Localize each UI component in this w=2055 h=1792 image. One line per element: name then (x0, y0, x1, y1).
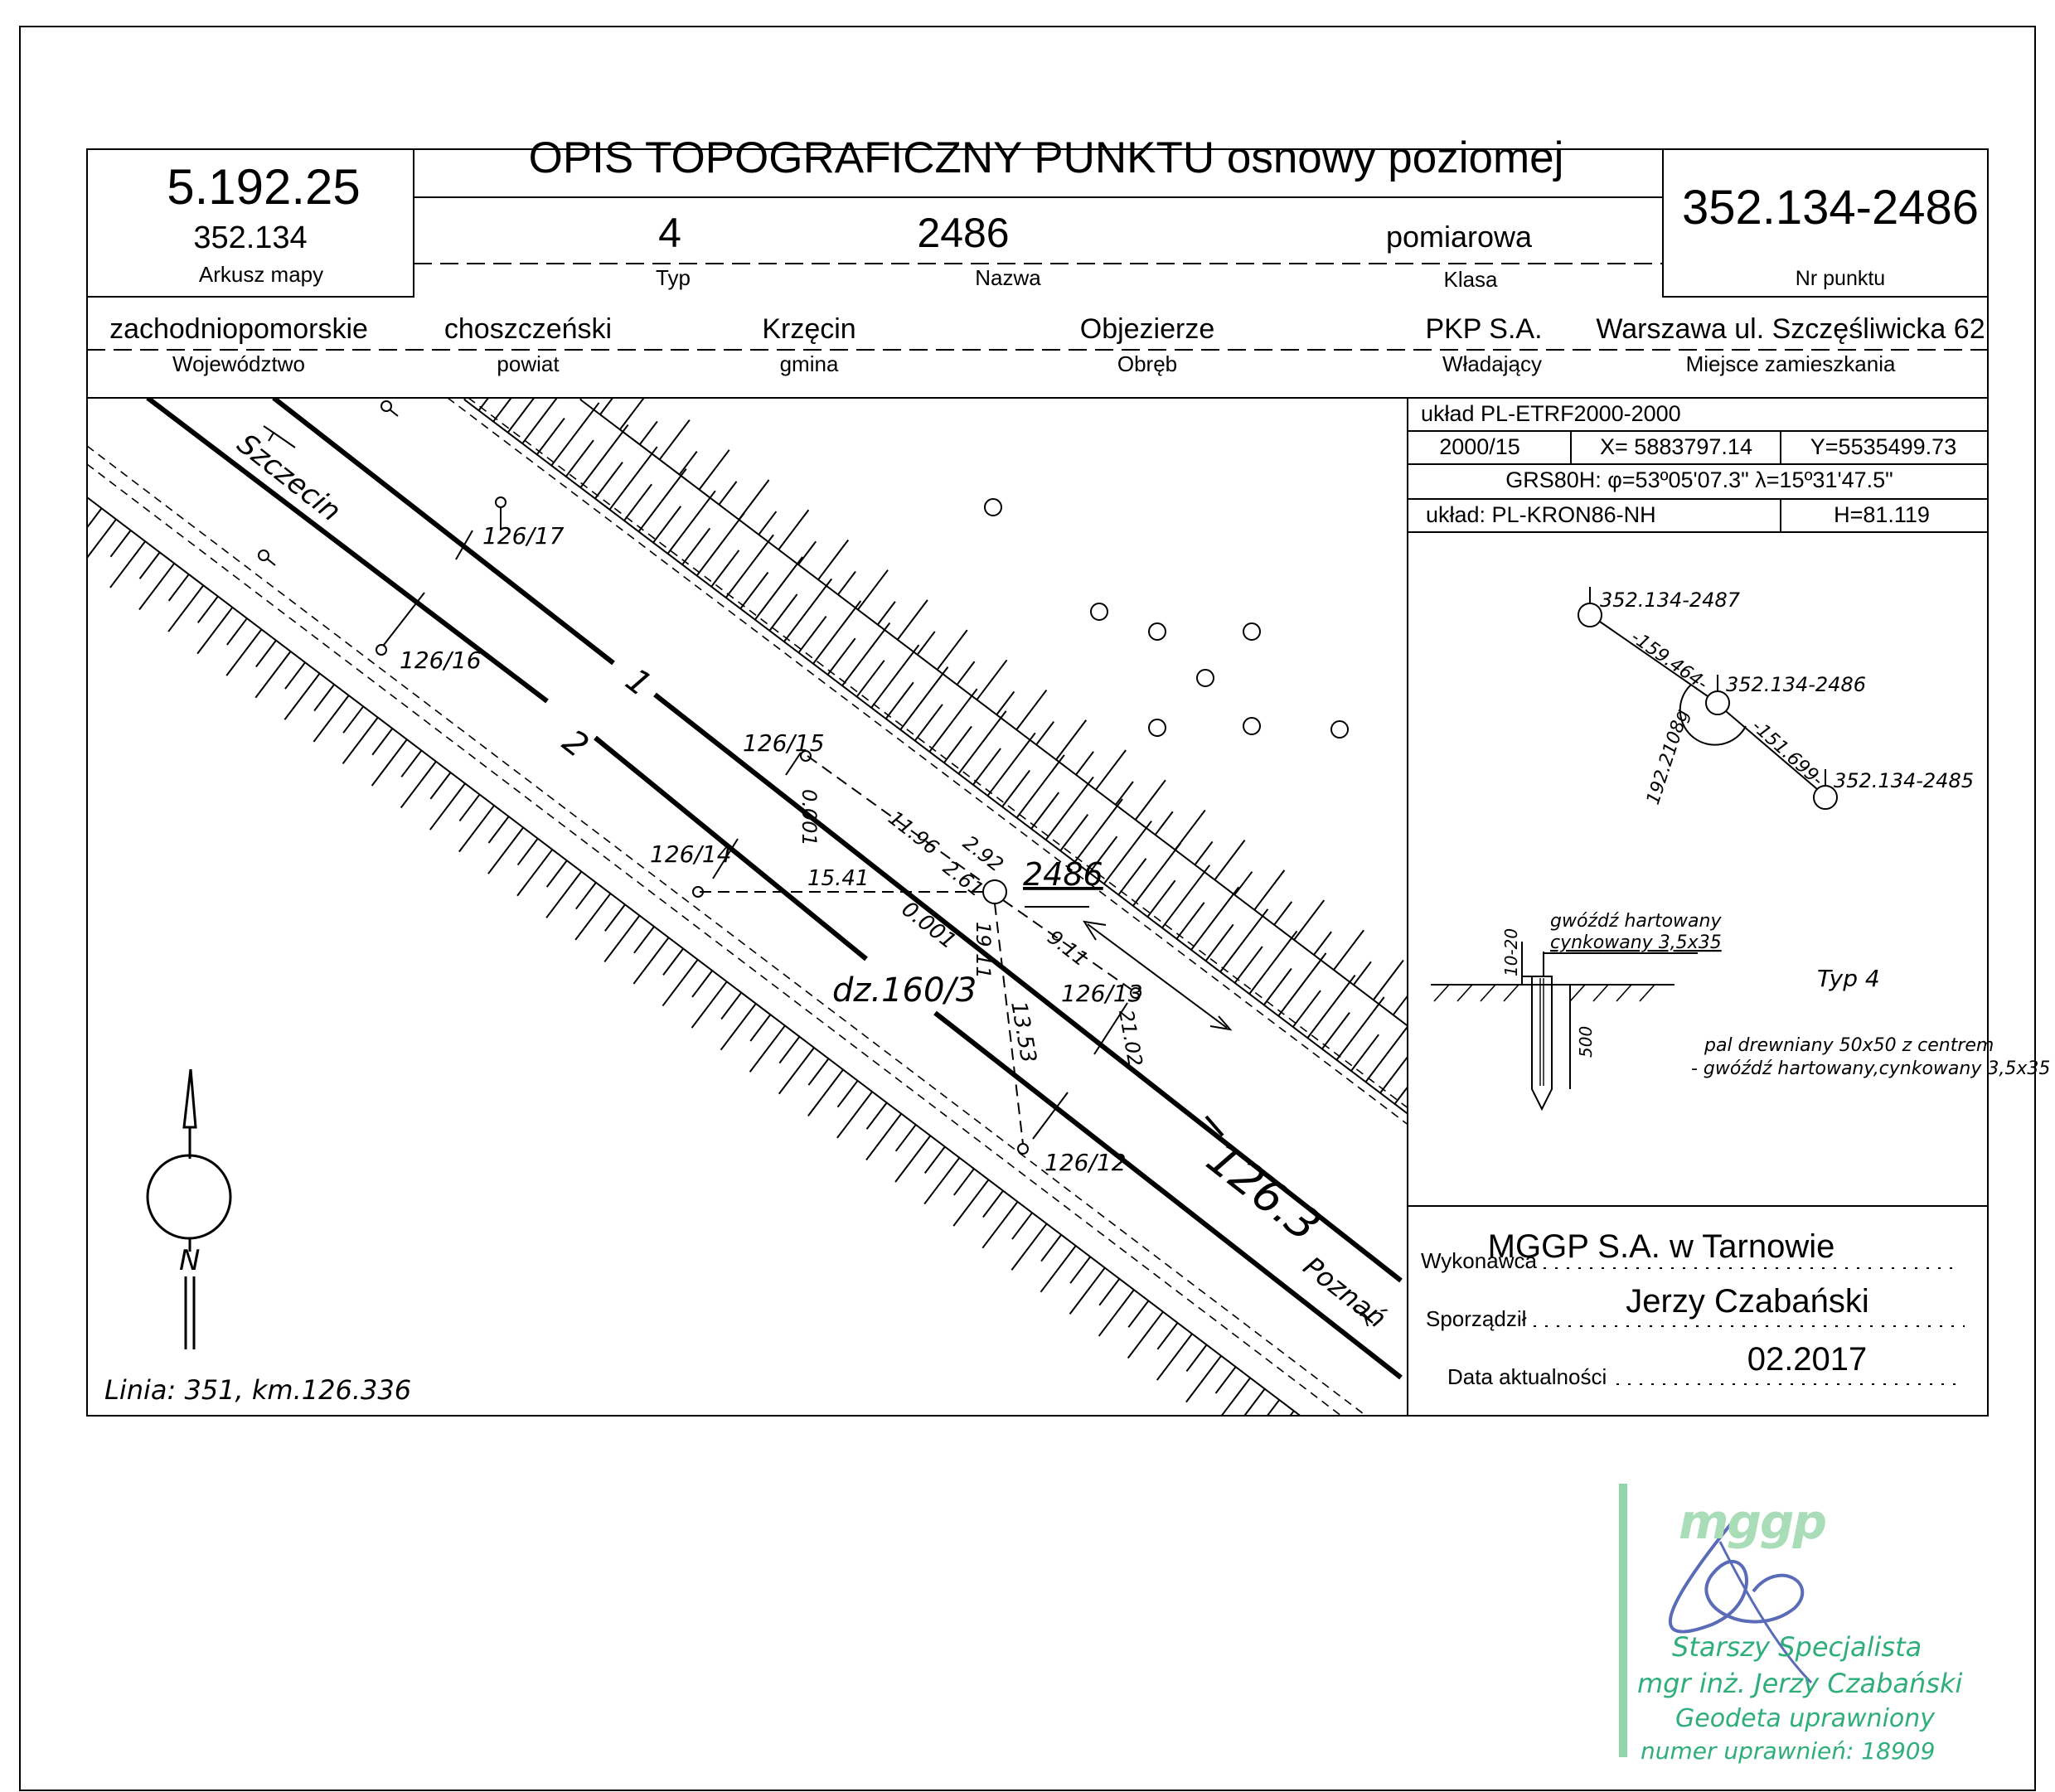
owner-label: Władający (1442, 351, 1542, 376)
tree-symbols (984, 498, 1349, 739)
map-sheet-code: 352.134 (193, 220, 308, 255)
connection-point-a: 352.134-2487 (1600, 588, 1741, 612)
stamp-line2: mgr inż. Jerzy Czabański (1637, 1668, 1963, 1699)
map-sheet-number: 5.192.25 (167, 159, 361, 215)
coordinate-x: X= 5883797.14 (1600, 434, 1752, 459)
stamp-line4: numer uprawnień: 18909 (1641, 1737, 1936, 1765)
stamp-logo: mggp (1679, 1494, 1827, 1550)
measure-19-11: 19.11 (972, 922, 995, 979)
coordinate-grs: GRS80H: φ=53º05'07.3" λ=15º31'47.5" (1505, 467, 1893, 492)
point-number-label: Nr punktu (1795, 267, 1886, 290)
nail-description-line2: cynkowany 3,5x35 (1550, 932, 1722, 953)
type-value: 4 (658, 210, 681, 256)
coordinate-zone: 2000/15 (1439, 434, 1520, 459)
surveyor-stamp: mggp Starszy Specjalista mgr inż. Jerzy … (1612, 1484, 1962, 1770)
residence-value: Warszawa ul. Szczęśliwicka 62 (1596, 313, 1985, 345)
contractor-label: Wykonawca (1421, 1248, 1537, 1273)
class-value: pomiarowa (1385, 220, 1533, 254)
stamp-line3: Geodeta uprawniony (1675, 1704, 1936, 1733)
marker-description-line2: - gwóźdź hartowany,cynkowany 3,5x35 (1691, 1058, 2050, 1079)
height-system: układ: PL-KRON86-NH (1426, 502, 1656, 527)
rail-tracks (146, 399, 1403, 1380)
name-label: Nazwa (975, 265, 1041, 290)
marker-type-label: Typ 4 (1817, 965, 1880, 992)
author-label: Sporządził (1426, 1306, 1527, 1331)
nail-description-line1: gwóźdź hartowany (1550, 911, 1722, 932)
name-value: 2486 (917, 210, 1010, 256)
county-label: powiat (497, 351, 560, 376)
survey-point-label: 2486 (1023, 856, 1103, 893)
measurement-lines (700, 755, 1135, 1145)
voivodeship-label: Województwo (172, 351, 305, 376)
date-label: Data aktualności (1447, 1364, 1607, 1389)
type-label: Typ (656, 265, 691, 290)
coordinate-y: Y=5535499.73 (1810, 434, 1957, 459)
stamp-signature (1619, 1484, 1813, 1757)
measure-15-41: 15.41 (807, 866, 869, 891)
boundary-lines (88, 399, 1407, 1415)
commune-value: Krzęcin (762, 313, 856, 345)
pole-126-14: 126/14 (650, 840, 732, 868)
precinct-value: Objezierze (1079, 313, 1215, 345)
contractor-value: MGGP S.A. w Tarnowie (1487, 1228, 1835, 1265)
class-label: Klasa (1443, 267, 1498, 292)
map-sheet-label: Arkusz mapy (198, 262, 324, 287)
nail-depth-label: 10-20 (1501, 928, 1521, 976)
pole-126-13: 126/13 (1061, 980, 1143, 1007)
author-value: Jerzy Czabański (1626, 1283, 1869, 1320)
embankment-hatching (88, 399, 1407, 1415)
parcel-label: dz.160/3 (832, 971, 977, 1010)
connection-point-c: 352.134-2485 (1834, 769, 1974, 792)
date-value: 02.2017 (1747, 1341, 1868, 1378)
pole-symbols (258, 400, 1141, 1155)
point-number: 352.134-2486 (1682, 181, 1979, 235)
line-km-label: Linia: 351, km.126.336 (104, 1374, 411, 1406)
north-arrow-icon (146, 1068, 232, 1349)
marker-description-line1: pal drewniany 50x50 z centrem (1704, 1035, 1994, 1056)
pole-126-17: 126/17 (482, 522, 565, 550)
pole-126-12: 126/12 (1044, 1149, 1127, 1176)
commune-label: gmina (779, 351, 839, 376)
height-value: H=81.119 (1834, 502, 1930, 527)
stamp-line1: Starszy Specjalista (1672, 1631, 1922, 1663)
residence-label: Miejsce zamieszkania (1685, 351, 1896, 376)
county-value: choszczeński (443, 313, 613, 345)
connection-point-b: 352.134-2486 (1726, 673, 1866, 696)
measure-0001-top: 0.001 (797, 789, 821, 846)
north-label: N (179, 1244, 200, 1277)
owner-value: PKP S.A. (1425, 313, 1543, 345)
pole-126-16: 126/16 (400, 647, 482, 674)
post-length-label: 500 (1576, 1026, 1596, 1058)
voivodeship-value: zachodniopomorskie (109, 313, 368, 345)
sheet-title: OPIS TOPOGRAFICZNY PUNKTU osnowy poziome… (528, 133, 1564, 182)
coordinate-system: układ PL-ETRF2000-2000 (1421, 401, 1681, 426)
precinct-label: Obręb (1117, 351, 1178, 376)
pole-126-15: 126/15 (743, 729, 825, 757)
